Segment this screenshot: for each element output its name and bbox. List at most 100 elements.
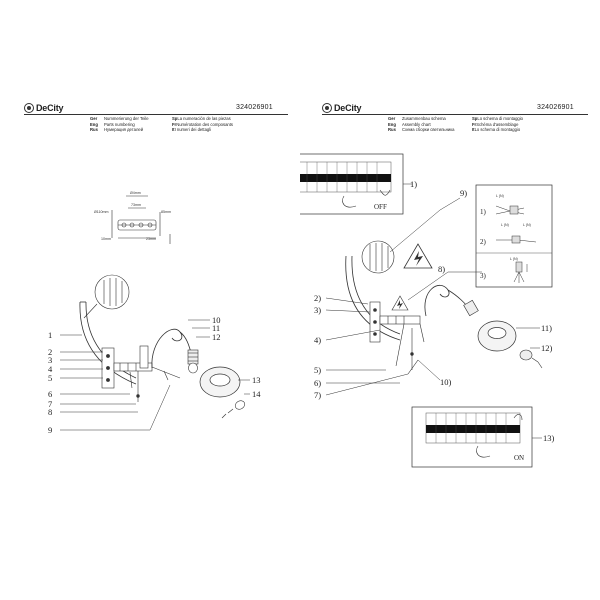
language-row: ItLo schema di montaggio [472, 127, 521, 133]
callout-label: 4) [314, 335, 321, 345]
callout-label: 13 [252, 375, 261, 385]
callout-label: 9 [48, 425, 52, 435]
wall-bracket [369, 301, 425, 375]
callout-label: 7) [314, 390, 321, 400]
wiring-label: L (N) [496, 194, 504, 198]
electric-hazard-icon [403, 243, 433, 269]
wiring-label: L (N) [523, 223, 531, 227]
magnifier-inset [361, 240, 395, 274]
wiring-step: 1) [480, 208, 487, 216]
callout-label: 6 [48, 389, 52, 399]
brand-logo: DeCity [24, 103, 64, 113]
callout-label: 14 [252, 389, 261, 399]
leader-lines [325, 183, 540, 396]
callout-label: 5) [314, 365, 321, 375]
wall-bracket [101, 345, 181, 402]
wiring-label: L (N) [510, 257, 518, 261]
callout-label: 5 [48, 373, 52, 383]
callout-label: 10 [212, 315, 221, 325]
wall-arc [345, 255, 401, 341]
switch-off-panel: OFF [300, 153, 410, 215]
wall-arc [79, 301, 137, 385]
dim-label: 85mm [161, 210, 171, 214]
wiring-panel: L (N) 1) L (N) L (N) 2) L (N) 3) [475, 184, 553, 288]
callout-label: 9) [460, 188, 467, 198]
dim-label: 73mm [131, 203, 141, 207]
callout-label: 2) [314, 293, 321, 303]
bulb-holder [463, 299, 479, 317]
callout-label: 1 [48, 330, 52, 340]
rotate-arrow-icon [513, 414, 523, 421]
callout-label: 2 [48, 347, 52, 357]
parts-diagram: Ø4mm Ø110mm 73mm 85mm 10mm 23mm [48, 191, 261, 435]
magnifier-inset [83, 274, 130, 319]
language-row: FrNumérotation des composants [172, 121, 233, 127]
dim-label: Ø4mm [130, 191, 141, 195]
assembly-diagram: OFF L (N) 1) L (N) L (N) 2) L (N) 3) [300, 153, 555, 468]
brand-mark-icon [322, 103, 332, 113]
glass-shade [477, 320, 517, 352]
callout-label: 8) [438, 264, 445, 274]
language-row: FrSchéma d'assemblage [472, 121, 519, 127]
callout-label: 3) [314, 305, 321, 315]
callout-label: 12 [212, 332, 221, 342]
bulb [519, 349, 543, 369]
brand-logo: DeCity [322, 103, 362, 113]
article-code: 324026901 [236, 104, 273, 111]
hand-icon [476, 445, 491, 458]
curl-arm [424, 285, 450, 317]
wiring-step: 2) [480, 238, 487, 246]
header-rule [322, 114, 588, 115]
brand-name: DeCity [334, 103, 362, 113]
callout-label: 4 [48, 364, 53, 374]
header-rule [24, 114, 288, 115]
dim-label: 23mm [146, 237, 156, 241]
brand-mark-icon [24, 103, 34, 113]
glass-shade [199, 366, 241, 398]
language-row: ItI numeri dei dettagli [172, 127, 212, 133]
breaker-bar [300, 174, 391, 182]
switch-on-label: ON [514, 454, 524, 462]
callout-label: 7 [48, 399, 52, 409]
callout-label: 3 [48, 355, 52, 365]
callout-label: 6) [314, 378, 321, 388]
callout-label: 12) [541, 343, 553, 353]
callout-label: 1) [410, 179, 417, 189]
bulb [221, 400, 246, 419]
dim-label: Ø110mm [94, 210, 109, 214]
hand-icon [342, 195, 357, 208]
callout-label: 11) [541, 323, 552, 333]
curl-arm [151, 328, 183, 369]
wiring-step: 3) [480, 272, 487, 280]
bulb-holder [187, 349, 199, 374]
callout-label: 8 [48, 407, 52, 417]
dim-label: 10mm [101, 237, 111, 241]
switch-off-label: OFF [374, 203, 387, 211]
language-list-2: SpLo schema di montaggio FrSchéma d'asse… [472, 116, 523, 133]
language-row: SpLa numeración de las piezas [172, 116, 231, 121]
electric-hazard-icon [391, 295, 409, 311]
article-code: 324026901 [537, 104, 574, 111]
breaker-bar [426, 425, 520, 433]
wire-cap-icon [513, 261, 528, 283]
brand-name: DeCity [36, 103, 64, 113]
callout-label: 10) [440, 377, 452, 387]
rotate-arrow-icon [379, 189, 391, 196]
language-row: SpLo schema di montaggio [472, 116, 523, 121]
callout-label: 11 [212, 323, 220, 333]
language-list-2: SpLa numeración de las piezas FrNumérota… [172, 116, 233, 133]
switch-on-panel: ON [411, 406, 542, 468]
leader-lines [60, 319, 250, 431]
wire-connector-icon [496, 235, 537, 244]
dimension-drawing [111, 195, 171, 244]
